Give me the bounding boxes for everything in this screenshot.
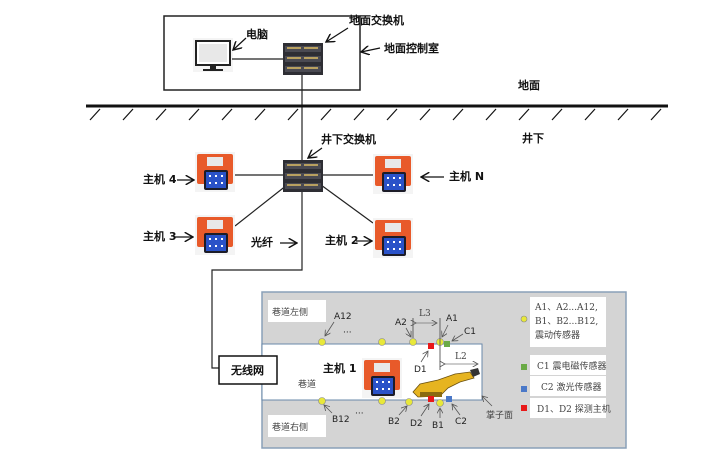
host-3-icon [195, 215, 235, 255]
sensor-c2 [446, 396, 452, 402]
excavator-icon [412, 368, 480, 398]
ground-hatch [155, 108, 167, 121]
legend-vibration-line3: 震动传感器 [535, 329, 580, 341]
label-b2: B2 [388, 417, 400, 427]
sensor-b1 [436, 399, 444, 407]
fiber-label: 光纤 [250, 235, 273, 249]
roadway-label: 巷道 [298, 378, 316, 390]
underground-network: 井下交换机 主机 4 主机 N 主机 3 主机 2 光纤 [143, 132, 484, 369]
ground-hatch [320, 108, 332, 121]
computer-label: 电脑 [246, 27, 268, 41]
wireless-label: 无线网 [230, 363, 264, 377]
sensor-c1 [444, 341, 450, 347]
host-n-label: 主机 N [449, 169, 484, 183]
detector-d1 [428, 343, 434, 349]
legend-vibration-swatch [520, 315, 528, 323]
ground-hatch [386, 108, 398, 121]
sensor-a12 [318, 338, 326, 346]
ground-hatch [89, 108, 101, 121]
host-n-icon [373, 154, 413, 194]
label-c1: C1 [464, 327, 476, 337]
host-4-label: 主机 4 [143, 172, 177, 186]
legend-vibration-line1: A1、A2...A12, [534, 303, 598, 313]
label-b12: B12 [332, 415, 350, 425]
ground-hatch [122, 108, 134, 121]
ground-hatch [452, 108, 464, 121]
host-3-label: 主机 3 [143, 229, 176, 243]
ground-hatch [551, 108, 563, 121]
ground-line: 地面 井下 [86, 78, 668, 145]
host-2-label: 主机 2 [325, 233, 358, 247]
label-a12: A12 [334, 312, 352, 322]
ground-hatch [518, 108, 530, 121]
dim-l2: L2 [455, 352, 467, 362]
surface-switch-icon [283, 43, 323, 75]
fiber-link [211, 185, 303, 369]
legend-laser-swatch [521, 386, 527, 392]
label-d1: D1 [414, 365, 427, 375]
face-label: 掌子面 [486, 410, 513, 421]
underground-switch-label: 井下交换机 [321, 132, 376, 146]
legend-laser-label: C2 激光传感器 [541, 381, 601, 393]
legend-detector-label: D1、D2 探测主机 [537, 403, 611, 415]
control-room-label: 地面控制室 [384, 41, 439, 55]
ground-hatch [617, 108, 629, 121]
host-1-label: 主机 1 [323, 361, 356, 375]
ground-hatch [485, 108, 497, 121]
host-1-icon [362, 358, 402, 398]
sensor-b-mid [378, 397, 386, 405]
label-d2: D2 [410, 419, 423, 429]
ground-hatch [254, 108, 266, 121]
underground-switch-icon [283, 160, 323, 192]
host-2-icon [373, 218, 413, 258]
sensor-b2 [405, 398, 413, 406]
tunnel-panel: 巷道左侧 巷道右侧 巷道 主机 1 A12 A2 A1 C1 [261, 291, 627, 449]
ellipsis-bottom: ··· [355, 409, 364, 419]
tunnel-left-label: 巷道左侧 [272, 306, 308, 318]
label-a1: A1 [446, 314, 458, 324]
computer-icon [193, 38, 233, 72]
ground-hatch [419, 108, 431, 121]
legend: A1、A2...A12, B1、B2...B12, 震动传感器 C1 震电磁传感… [520, 297, 611, 418]
ground-hatch [353, 108, 365, 121]
ground-hatch [650, 108, 662, 121]
dim-l3: L3 [419, 309, 431, 319]
sensor-a2 [409, 338, 417, 346]
ground-hatch [287, 108, 299, 121]
host-4-icon [195, 152, 235, 192]
legend-em-label: C1 震电磁传感器 [537, 360, 606, 372]
legend-em-swatch [521, 364, 527, 370]
tunnel-right-label: 巷道右侧 [272, 421, 308, 433]
label-a2: A2 [395, 318, 407, 328]
detector-d2 [428, 396, 434, 402]
control-room: 电脑 地面交换机 地面控制室 [163, 13, 439, 91]
ground-hatch [584, 108, 596, 121]
ground-above-label: 地面 [518, 78, 540, 92]
sensor-a-mid [378, 338, 386, 346]
ground-below-label: 井下 [522, 131, 544, 145]
legend-detector-swatch [521, 405, 527, 411]
ground-hatch [221, 108, 233, 121]
sensor-b12 [318, 397, 326, 405]
surface-switch-label: 地面交换机 [349, 13, 404, 27]
ellipsis-top: ··· [343, 328, 352, 338]
ground-hatch [188, 108, 200, 121]
wireless-box: 无线网 [218, 355, 278, 385]
label-c2: C2 [455, 417, 467, 427]
label-b1: B1 [432, 421, 444, 431]
legend-vibration-line2: B1、B2...B12, [535, 317, 598, 327]
